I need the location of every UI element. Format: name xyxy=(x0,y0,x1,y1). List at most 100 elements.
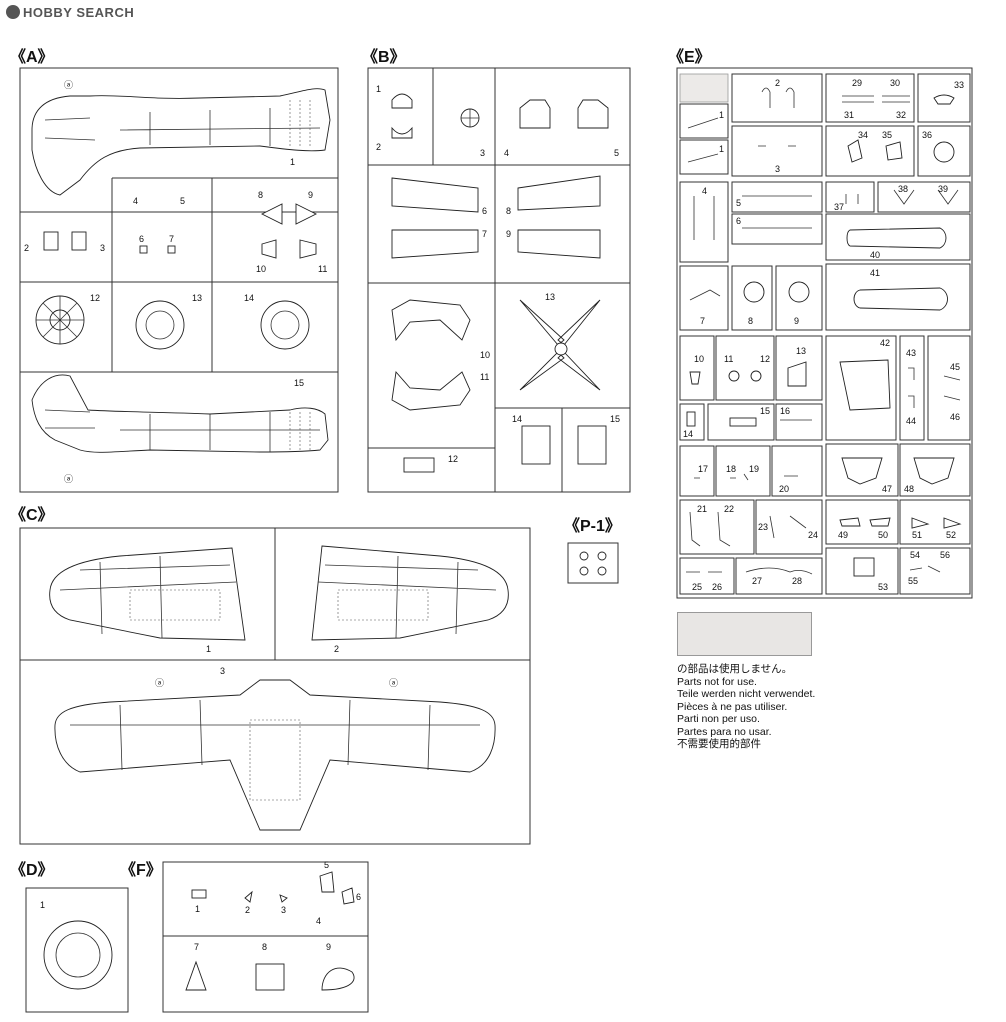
part-e-9: 9 xyxy=(794,316,799,326)
part-e-1b: 1 xyxy=(719,144,724,154)
note-line-en: Parts not for use. xyxy=(677,675,757,688)
part-e-52: 52 xyxy=(946,530,956,540)
wing-upper xyxy=(54,679,496,831)
part-a-15: 15 xyxy=(294,378,304,388)
part-b-9: 9 xyxy=(506,229,511,239)
part-e-30: 30 xyxy=(890,78,900,88)
part-f-2: 2 xyxy=(245,905,250,915)
part-e-11: 11 xyxy=(724,354,733,364)
part-e-38: 38 xyxy=(898,184,908,194)
part-c-2: 2 xyxy=(334,644,339,654)
part-e-50: 50 xyxy=(878,530,888,540)
part-e-49: 49 xyxy=(838,530,848,540)
part-e-56: 56 xyxy=(940,550,950,560)
part-e-19: 19 xyxy=(749,464,759,474)
part-f-5: 5 xyxy=(324,860,329,870)
unused-parts-note: の部品は使用しません。 Parts not for use. Teile wer… xyxy=(677,663,815,751)
part-e-54: 54 xyxy=(910,550,920,560)
part-e-2: 2 xyxy=(775,78,780,88)
part-b-11: 11 xyxy=(480,372,489,382)
part-e-40: 40 xyxy=(870,250,880,260)
sprue-e: 《E》 xyxy=(668,48,973,599)
part-b-7: 7 xyxy=(482,229,487,239)
sprue-f: 《F》 1 2 3 4 5 6 7 8 9 xyxy=(120,860,369,1013)
part-a-2: 2 xyxy=(24,243,29,253)
fuselage-left-half xyxy=(31,88,331,196)
part-e-1a: 1 xyxy=(719,110,724,120)
part-f-7: 7 xyxy=(194,942,199,952)
sprue-p1-title: 《P-1》 xyxy=(564,517,621,535)
part-a-14: 14 xyxy=(244,293,254,303)
part-f-6: 6 xyxy=(356,892,361,902)
part-e-32: 32 xyxy=(896,110,906,120)
part-e-28: 28 xyxy=(792,576,802,586)
part-a-12: 12 xyxy=(90,293,100,303)
part-b-10: 10 xyxy=(480,350,490,360)
part-e-35: 35 xyxy=(882,130,892,140)
part-e-33: 33 xyxy=(954,80,964,90)
part-e-34: 34 xyxy=(858,130,868,140)
marker-c-left: ⓐ xyxy=(155,678,164,688)
sprue-a-frame xyxy=(19,67,339,493)
sprue-c-title: 《C》 xyxy=(10,506,54,524)
part-c-3: 3 xyxy=(220,666,225,676)
part-b-12: 12 xyxy=(448,454,458,464)
part-b-3: 3 xyxy=(480,148,485,158)
sprue-d: 《D》 1 xyxy=(10,861,129,1013)
part-e-46: 46 xyxy=(950,412,960,422)
part-e-22: 22 xyxy=(724,504,734,514)
part-b-5: 5 xyxy=(614,148,619,158)
part-a-9: 9 xyxy=(308,190,313,200)
part-a-6: 6 xyxy=(139,234,144,244)
logo-text: HOBBY SEARCH xyxy=(23,5,135,20)
part-e-15: 15 xyxy=(760,406,770,416)
sprue-b-title: 《B》 xyxy=(362,48,406,66)
part-b-6: 6 xyxy=(482,206,487,216)
part-e-17: 17 xyxy=(698,464,708,474)
part-a-11: 11 xyxy=(318,264,327,274)
part-a-8: 8 xyxy=(258,190,263,200)
part-e-21: 21 xyxy=(697,504,707,514)
sprue-c: 《C》 1 2 3 ⓐ ⓐ xyxy=(10,506,531,845)
part-e-51: 51 xyxy=(912,530,922,540)
part-e-43: 43 xyxy=(906,348,916,358)
part-a-10: 10 xyxy=(256,264,266,274)
part-e-26: 26 xyxy=(712,582,722,592)
part-e-44: 44 xyxy=(906,416,916,426)
logo-mark-icon xyxy=(6,5,20,19)
sprue-f-frame xyxy=(162,861,369,1013)
part-f-4: 4 xyxy=(316,916,321,926)
marker-c-right: ⓐ xyxy=(389,678,398,688)
part-a-1: 1 xyxy=(290,157,295,167)
sprue-d-title: 《D》 xyxy=(10,861,54,879)
part-e-37: 37 xyxy=(834,202,844,212)
part-e-12: 12 xyxy=(760,354,770,364)
part-b-13: 13 xyxy=(545,292,555,302)
part-b-8: 8 xyxy=(506,206,511,216)
wing-lower-right xyxy=(311,545,509,641)
part-e-13: 13 xyxy=(796,346,806,356)
sprue-b: 《B》 1 2 3 4 5 6 7 8 9 10 11 xyxy=(362,48,631,493)
part-a-5: 5 xyxy=(180,196,185,206)
sprue-e-frame xyxy=(676,67,973,599)
sprue-f-title: 《F》 xyxy=(120,861,162,879)
part-b-2: 2 xyxy=(376,142,381,152)
sprue-p1-frame xyxy=(567,542,619,584)
fuselage-right-half xyxy=(31,374,329,453)
part-e-6: 6 xyxy=(736,216,741,226)
part-b-1: 1 xyxy=(376,84,381,94)
part-d-1: 1 xyxy=(40,900,45,910)
part-b-14: 14 xyxy=(512,414,522,424)
part-e-27: 27 xyxy=(752,576,762,586)
part-e-8: 8 xyxy=(748,316,753,326)
part-e-16: 16 xyxy=(780,406,790,416)
part-e-41: 41 xyxy=(870,268,880,278)
sprue-a-title: 《A》 xyxy=(10,48,54,66)
part-b-4: 4 xyxy=(504,148,509,158)
sprue-e-title: 《E》 xyxy=(668,48,711,66)
part-f-1: 1 xyxy=(195,904,200,914)
marker-a-top: ⓐ xyxy=(64,80,73,90)
part-f-3: 3 xyxy=(281,905,286,915)
part-e-14: 14 xyxy=(683,429,693,439)
